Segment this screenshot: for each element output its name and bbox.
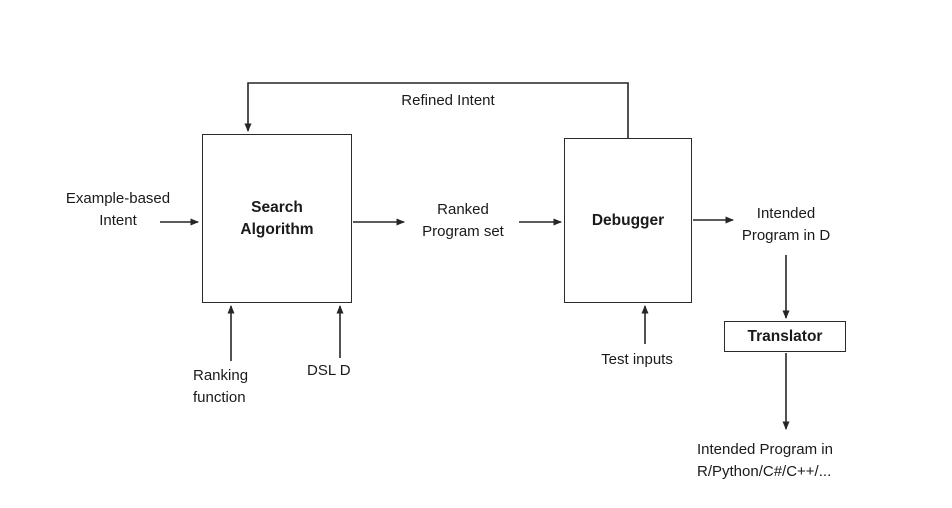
debugger-box: Debugger [564, 138, 692, 303]
example-based-intent-label: Example-based Intent [65, 190, 171, 229]
arrow-refined-intent-feedback [244, 82, 629, 138]
test-inputs-label: Test inputs [601, 351, 673, 368]
refined-intent-label: Refined Intent [401, 92, 495, 109]
final-output-label: Intended Program in R/Python/C#/C++/... [697, 441, 833, 480]
ranked-program-set-label: Ranked Program set [422, 201, 504, 240]
search-algorithm-box: Search Algorithm [202, 134, 352, 303]
ranking-function-label: Ranking function [193, 367, 249, 406]
intended-program-in-d-label: Intended Program in D [741, 205, 831, 244]
translator-box: Translator [724, 321, 846, 352]
dsl-d-label: DSL D [307, 362, 351, 379]
